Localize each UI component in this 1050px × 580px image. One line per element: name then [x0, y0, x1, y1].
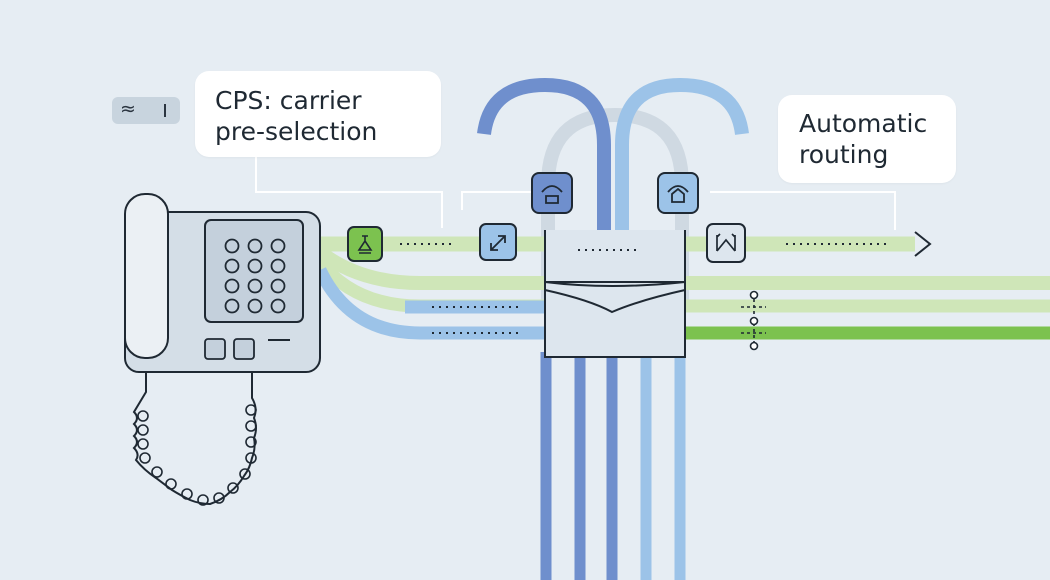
wave-badge-bar: [164, 104, 166, 117]
flask-icon: [357, 235, 373, 254]
handset: [124, 193, 169, 359]
function-button-2: [233, 338, 255, 360]
dotted-paths: [400, 243, 886, 334]
callout-auto-line2: routing: [799, 140, 889, 169]
flow-line-green-curve-1: [315, 246, 1050, 290]
route-arrow-head: [914, 231, 932, 257]
vertical-trunks: [540, 352, 686, 580]
routing-icon: [716, 233, 736, 252]
wave-icon: ≈: [120, 98, 136, 120]
wave-badge: ≈: [112, 97, 180, 124]
background-arch: [541, 107, 689, 300]
callout-automatic-routing: Automatic routing: [778, 95, 956, 183]
callout-cps-line2: pre-selection: [215, 117, 378, 146]
node-flask: [347, 226, 383, 262]
junction-markers: [741, 290, 766, 351]
callout-carrier-pre-selection: CPS: carrier pre-selection: [195, 71, 441, 157]
callout-cps-line1: CPS: carrier: [215, 86, 362, 115]
central-switch: [544, 230, 686, 358]
callout-auto-line1: Automatic: [799, 109, 928, 138]
flow-line-blue-curve: [314, 267, 560, 340]
node-routing: [706, 223, 746, 263]
node-telephone: [531, 172, 573, 214]
node-home-phone: [657, 172, 699, 214]
telephone-icon: [541, 185, 563, 204]
diagonal-arrow-icon: [490, 235, 506, 251]
coiled-cord: [132, 372, 257, 506]
function-button-1: [204, 338, 226, 360]
home-phone-icon: [667, 185, 689, 203]
telephone: [124, 193, 321, 506]
node-diagonal-arrow: [479, 223, 517, 261]
arch-light-blue: [615, 77, 749, 300]
keypad-keys: [224, 238, 286, 314]
callout-connectors: [255, 157, 896, 230]
arch-dark-blue: [477, 77, 611, 300]
